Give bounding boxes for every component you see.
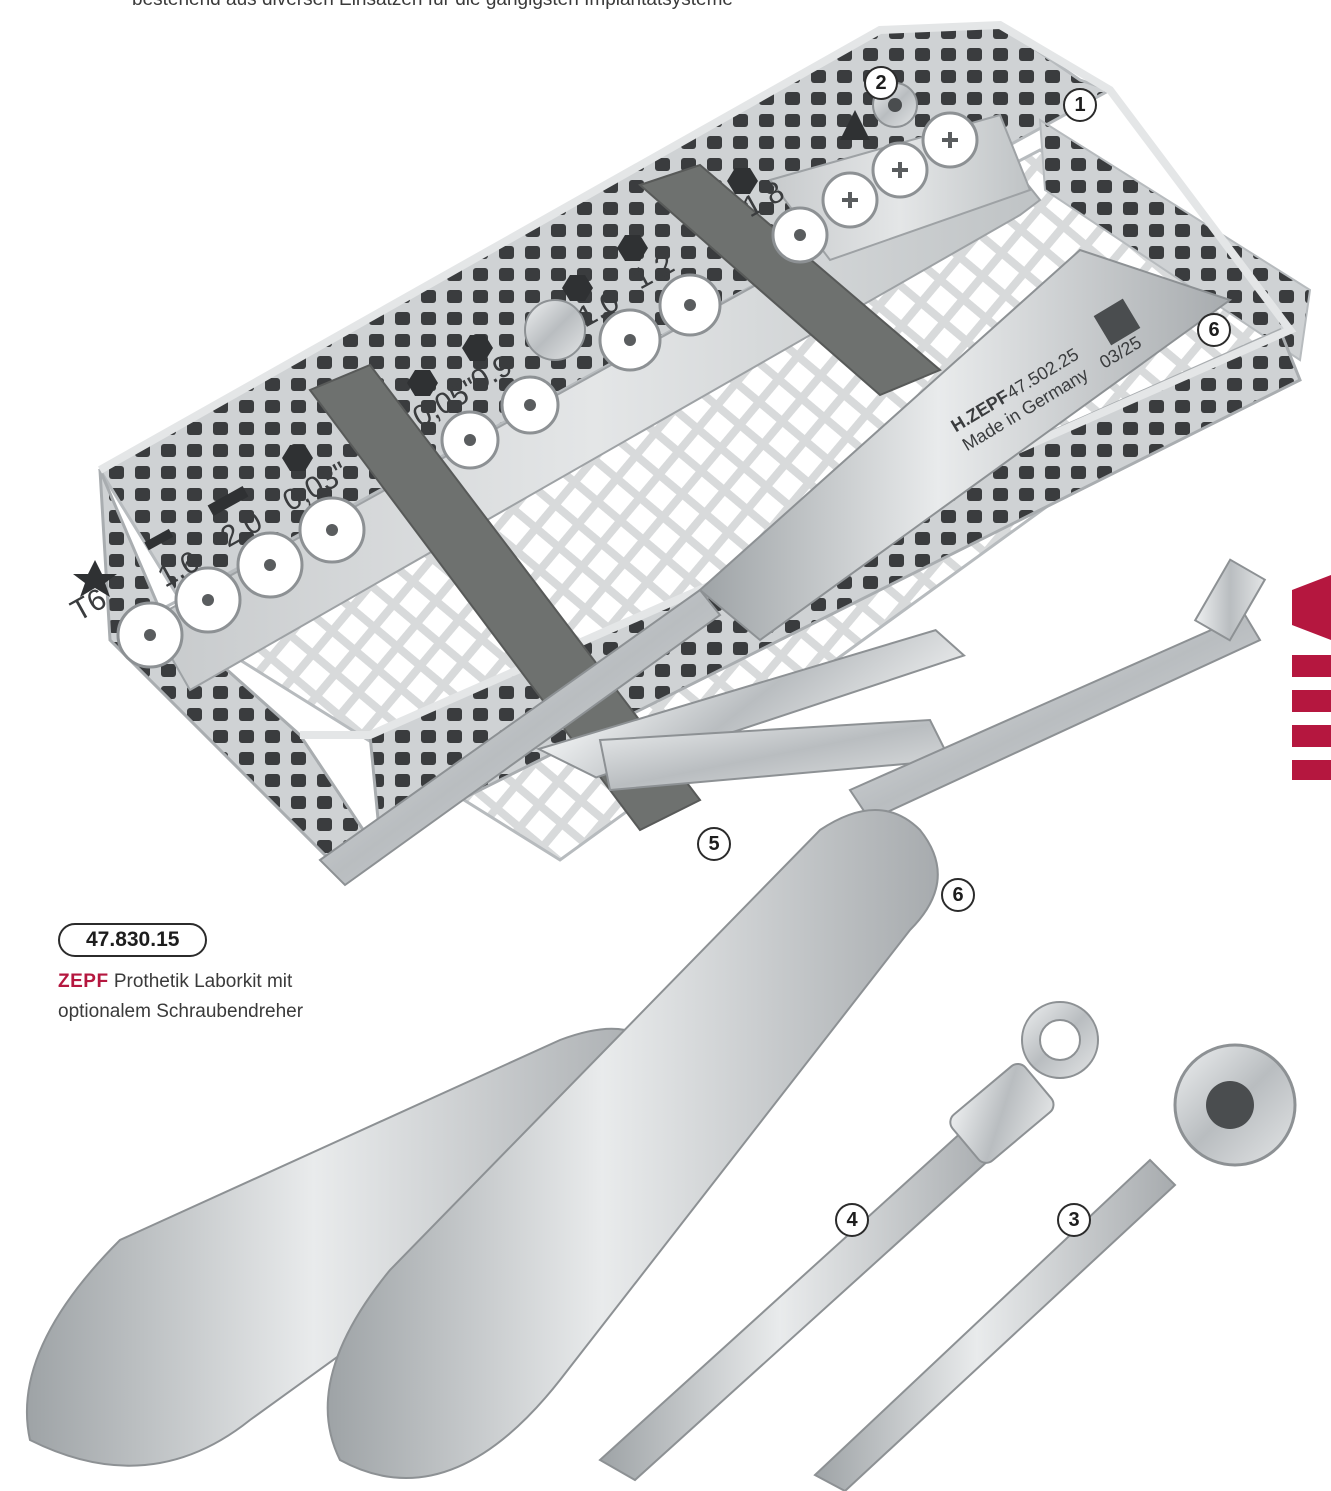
foam-holder-right: [638, 163, 942, 397]
callout-6-basket: 6: [1197, 313, 1231, 347]
product-info: 47.830.15 ZEPF Prothetik Laborkit mit op…: [58, 923, 328, 1027]
callout-3: 3: [1057, 1203, 1091, 1237]
brand-name: ZEPF: [58, 971, 109, 992]
datamatrix-code: [1093, 298, 1141, 346]
plate-symbols: [73, 110, 870, 597]
foam-holder-left: [308, 363, 702, 832]
callout-1: 1: [1063, 88, 1097, 122]
ratchet-4: [598, 1001, 1099, 1482]
intro-text: bestehend aus diversen Einsätzen für die…: [132, 0, 1032, 12]
basket-screwdriver-shaft: [318, 588, 722, 887]
screwdriver-5: [26, 629, 966, 1467]
product-text: Prothetik Laborkit mit optionalem Schrau…: [58, 971, 304, 1022]
callout-4: 4: [835, 1203, 869, 1237]
ratchet-3: [813, 1043, 1297, 1491]
side-brand-mark: [1292, 575, 1331, 780]
empty-socket-marks: [842, 132, 958, 208]
basket-screwdriver-handle: [698, 248, 1233, 642]
bit-tips: [144, 229, 806, 641]
article-number: 47.830.15: [58, 923, 208, 957]
product-description: ZEPF Prothetik Laborkit mit optionalem S…: [58, 967, 308, 1027]
basket-rim: [98, 20, 1297, 739]
callout-6: 6: [941, 878, 975, 912]
callout-2: 2: [864, 66, 898, 100]
screwdriver-6: [326, 558, 1267, 1479]
callout-5: 5: [697, 827, 731, 861]
adapter-socket: [524, 299, 586, 361]
